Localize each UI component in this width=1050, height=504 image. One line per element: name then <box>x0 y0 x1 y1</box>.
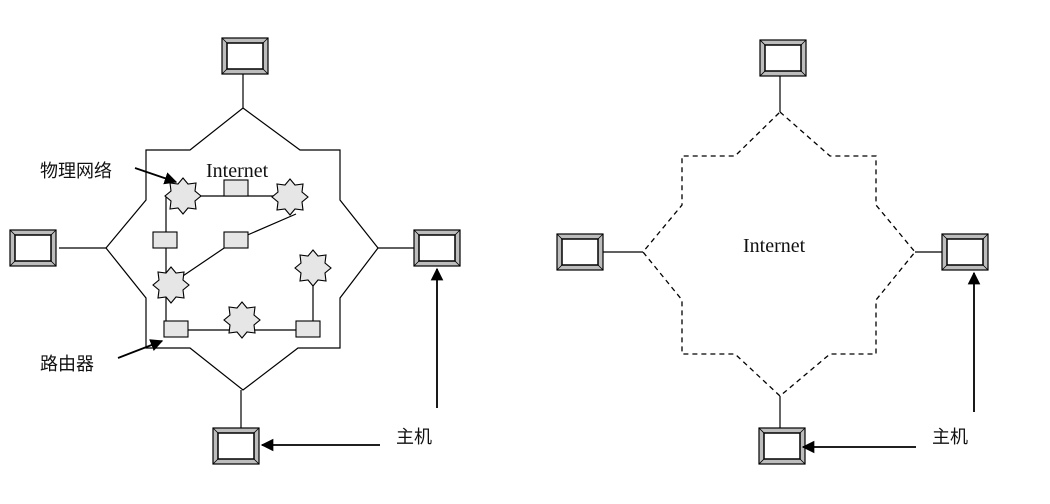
left-host-top-icon <box>221 37 269 75</box>
network-star-icon <box>164 177 202 215</box>
right-internet-boundary <box>642 111 916 397</box>
left-internet-label: Internet <box>206 160 269 182</box>
router-box-icon <box>152 231 178 249</box>
router-arrow <box>117 339 164 359</box>
network-star-icon <box>223 301 261 339</box>
physical-network-arrow <box>134 167 178 185</box>
left-host-label: 主机 <box>396 427 432 448</box>
router-box-icon <box>223 231 249 249</box>
network-star-icon <box>271 178 309 216</box>
left-host-left-icon <box>9 229 57 267</box>
right-diagram: Internet 主机 <box>556 39 989 465</box>
left-internet-boundary <box>105 107 379 391</box>
router-box-icon <box>295 320 321 338</box>
right-host-left-icon <box>556 233 604 271</box>
left-host-right-icon <box>413 229 461 267</box>
right-host-label: 主机 <box>932 427 968 448</box>
router-box-icon <box>163 320 189 338</box>
left-host-bottom-icon <box>212 427 260 465</box>
left-diagram: Internet 物理网络 路由器 主机 <box>9 37 461 465</box>
router-label: 路由器 <box>40 354 94 375</box>
network-star-icon <box>152 266 190 304</box>
right-host-right-icon <box>941 233 989 271</box>
router-box-icon <box>223 179 249 197</box>
right-host-bottom-icon <box>758 427 806 465</box>
right-host-top-icon <box>759 39 807 77</box>
physical-network-label: 物理网络 <box>40 161 112 182</box>
right-internet-label: Internet <box>743 235 806 257</box>
network-star-icon <box>294 249 332 287</box>
